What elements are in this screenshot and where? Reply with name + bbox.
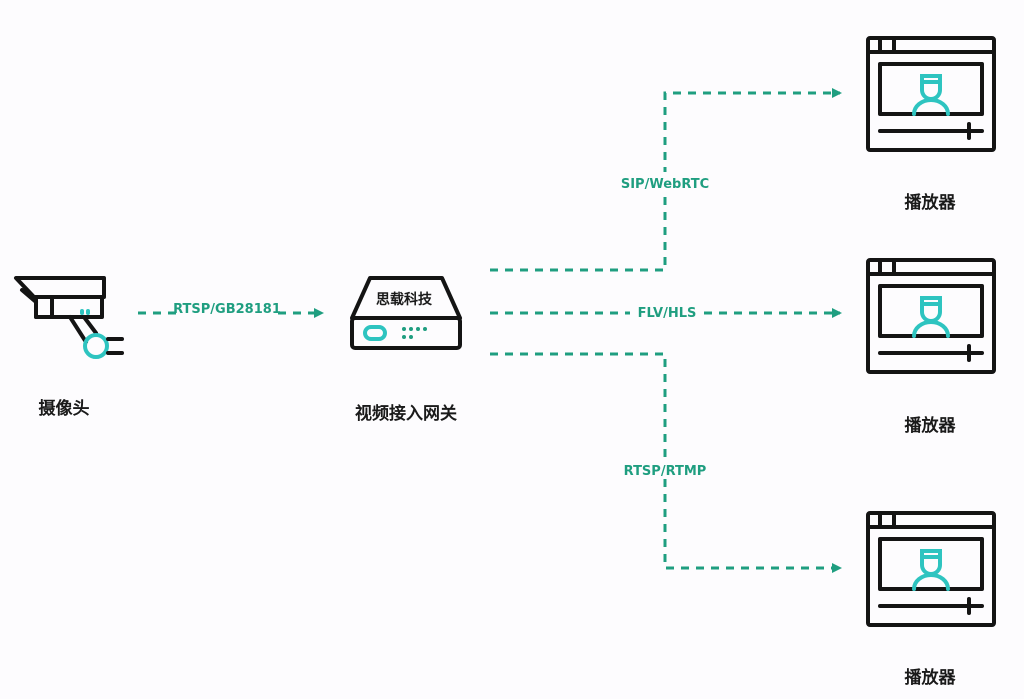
top-link-line xyxy=(490,88,842,272)
bottom-protocol-label: RTSP/RTMP xyxy=(624,464,707,479)
security-camera-icon xyxy=(14,276,124,359)
gateway-brand: 思载科技 xyxy=(376,291,433,308)
player-label-3: 播放器 xyxy=(905,667,957,688)
gateway-label: 视频接入网关 xyxy=(355,403,457,424)
player-label-2: 播放器 xyxy=(905,415,957,436)
video-player-icon xyxy=(866,511,996,627)
middle-protocol-label: FLV/HLS xyxy=(638,306,697,321)
gateway-device-icon xyxy=(350,276,462,350)
player-label-1: 播放器 xyxy=(905,192,957,213)
input-protocol-label: RTSP/GB28181 xyxy=(173,302,281,317)
camera-label: 摄像头 xyxy=(39,398,90,419)
top-protocol-label: SIP/WebRTC xyxy=(621,177,709,192)
video-player-icon xyxy=(866,258,996,374)
video-player-icon xyxy=(866,36,996,152)
